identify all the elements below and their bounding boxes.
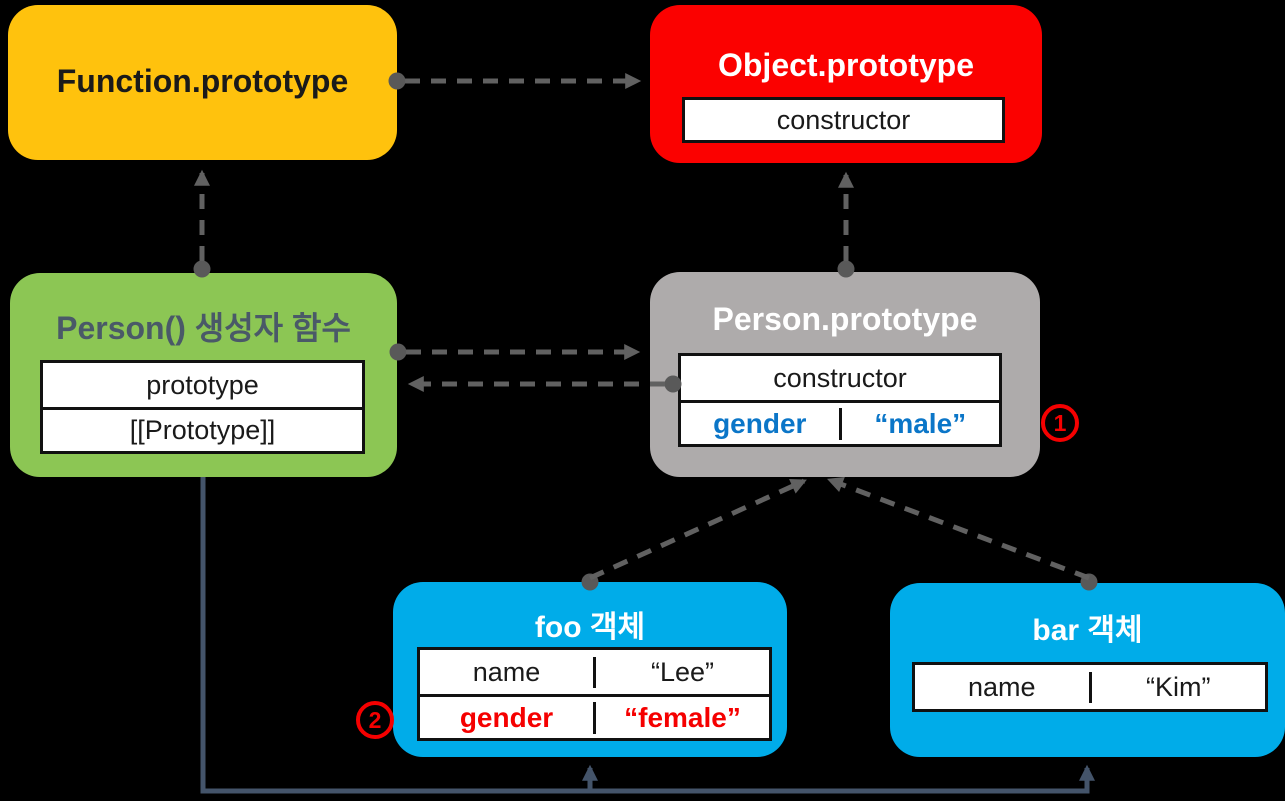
arrow-prototype-to-person-prototype	[389, 343, 641, 361]
bar-object-title: bar 객체	[1032, 614, 1143, 647]
gender-value: “female”	[593, 701, 769, 734]
gender-property-row: gender “male”	[681, 400, 999, 444]
name-value: “Lee”	[593, 656, 769, 688]
arrow-constructor-to-person	[407, 375, 682, 393]
circled-one-badge: 1	[1041, 404, 1079, 442]
constructor-field: constructor	[773, 362, 907, 393]
person-prototype-fields: constructor gender “male”	[678, 353, 1002, 447]
foo-object-box: foo 객체 name “Lee” gender “female”	[393, 582, 787, 757]
constructor-field: constructor	[776, 104, 911, 135]
gender-key: gender	[459, 701, 554, 733]
object-prototype-box: Object.prototype constructor	[650, 5, 1042, 163]
prototype-field: prototype	[146, 369, 259, 400]
bar-object-box: bar 객체 name “Kim”	[890, 583, 1285, 757]
arrow-function-to-object	[388, 72, 642, 90]
bar-object-fields: name “Kim”	[912, 662, 1268, 712]
foo-object-fields: name “Lee” gender “female”	[417, 647, 772, 741]
person-prototype-box: Person.prototype constructor gender “mal…	[650, 272, 1040, 477]
gender-property-row: gender “female”	[420, 694, 769, 738]
name-value: “Kim”	[1088, 671, 1266, 703]
foo-object-title: foo 객체	[534, 611, 646, 644]
arrow-bar-to-person-prototype	[827, 477, 1098, 591]
circled-two-label: 2	[368, 706, 382, 733]
person-constructor-box: Person() 생성자 함수 prototype [[Prototype]]	[10, 273, 397, 477]
name-key: name	[967, 671, 1036, 702]
circled-two-badge: 2	[356, 701, 394, 739]
person-constructor-title: Person() 생성자 함수	[56, 310, 351, 346]
gender-value: “male”	[838, 407, 1000, 440]
object-prototype-title: Object.prototype	[717, 47, 974, 83]
arrow-person-to-function-prototype	[193, 169, 211, 278]
name-property-row: name “Lee”	[420, 650, 769, 694]
arrow-foo-to-person-prototype	[581, 478, 807, 591]
object-prototype-fields: constructor	[682, 97, 1005, 143]
person-prototype-title: Person.prototype	[712, 301, 978, 337]
internal-prototype-field: [[Prototype]]	[43, 407, 362, 451]
function-prototype-box: Function.prototype	[8, 5, 397, 160]
arrow-person-prototype-to-object-prototype	[837, 171, 855, 278]
name-property-row: name “Kim”	[915, 665, 1265, 709]
name-key: name	[472, 656, 541, 687]
function-prototype-title: Function.prototype	[56, 63, 349, 99]
person-constructor-fields: prototype [[Prototype]]	[40, 360, 365, 454]
gender-key: gender	[713, 407, 807, 439]
circled-one-label: 1	[1053, 409, 1067, 436]
